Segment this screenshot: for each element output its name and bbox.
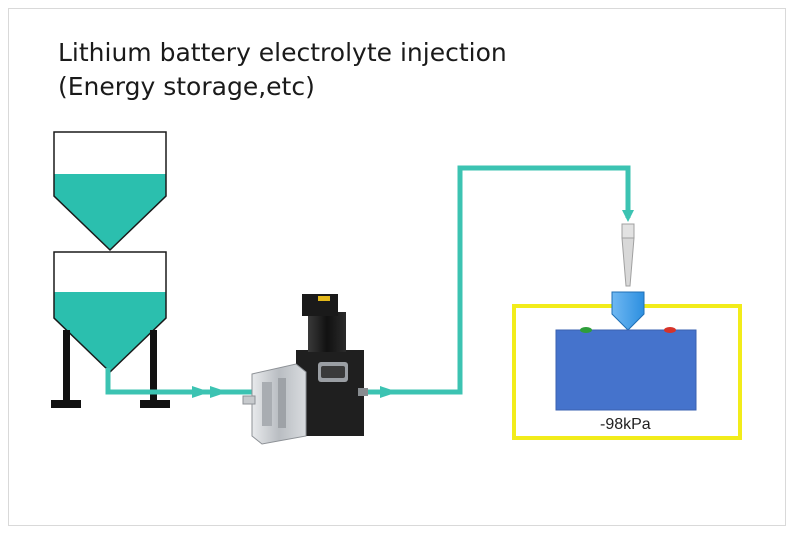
battery-terminal-negative bbox=[664, 327, 676, 333]
metering-pump bbox=[242, 294, 368, 445]
flow-arrow-2 bbox=[210, 386, 228, 398]
pipe-hopper-to-pump bbox=[105, 368, 252, 395]
diagram-frame bbox=[8, 8, 786, 526]
nozzle-head bbox=[611, 291, 645, 331]
injection-nozzle bbox=[611, 223, 645, 331]
upper-hopper bbox=[53, 131, 167, 252]
title-line-2: (Energy storage,etc) bbox=[58, 72, 315, 101]
nozzle-stem bbox=[621, 237, 635, 287]
lower-hopper-liquid bbox=[54, 292, 166, 372]
title-line-1: Lithium battery electrolyte injection bbox=[58, 38, 507, 67]
lower-hopper-outline bbox=[53, 251, 167, 374]
pump-inlet-port bbox=[242, 395, 256, 405]
battery-cell bbox=[555, 327, 697, 411]
pipe-network bbox=[105, 165, 631, 395]
diagram-title: Lithium battery electrolyte injection (E… bbox=[58, 36, 507, 104]
hopper-leg-left bbox=[63, 330, 70, 402]
hopper-foot-right bbox=[140, 400, 170, 408]
hopper-foot-left bbox=[51, 400, 81, 408]
nozzle-valve bbox=[621, 223, 635, 239]
hopper-leg-right bbox=[150, 330, 157, 402]
upper-hopper-liquid bbox=[54, 174, 166, 250]
flow-arrow-1 bbox=[192, 386, 210, 398]
chamber-pressure-label: -98kPa bbox=[600, 416, 651, 433]
battery-terminal-positive bbox=[580, 327, 592, 333]
pump-motor bbox=[308, 312, 346, 352]
battery-body bbox=[555, 329, 697, 411]
pipe-pump-to-nozzle bbox=[364, 165, 631, 395]
lower-hopper bbox=[51, 251, 170, 408]
pump-outlet-port bbox=[358, 388, 368, 396]
pump-motor-label bbox=[318, 296, 330, 301]
flow-arrow-3 bbox=[380, 386, 398, 398]
flow-arrows bbox=[192, 210, 634, 398]
upper-hopper-outline bbox=[53, 131, 167, 252]
flow-arrow-4 bbox=[622, 210, 634, 222]
